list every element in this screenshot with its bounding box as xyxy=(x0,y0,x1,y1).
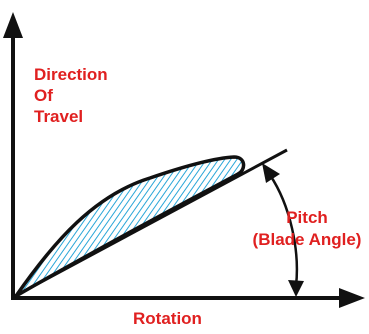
blade-airfoil xyxy=(14,155,246,298)
direction-label-line3: Travel xyxy=(34,107,84,126)
direction-label-line2: Of xyxy=(34,86,53,105)
pitch-arc-arrow-top xyxy=(262,163,280,183)
pitch-angle-arc xyxy=(268,174,299,287)
rotation-axis-arrowhead xyxy=(339,288,365,308)
pitch-arc-arrow-bottom xyxy=(288,280,304,297)
pitch-label-line2: (Blade Angle) xyxy=(252,230,362,249)
direction-of-travel-label: Direction Of Travel xyxy=(34,64,108,127)
pitch-label: Pitch (Blade Angle) xyxy=(250,207,364,251)
direction-label-line1: Direction xyxy=(34,65,108,84)
travel-axis-arrowhead xyxy=(3,12,23,38)
pitch-label-line1: Pitch xyxy=(286,208,328,227)
rotation-label: Rotation xyxy=(133,309,202,328)
